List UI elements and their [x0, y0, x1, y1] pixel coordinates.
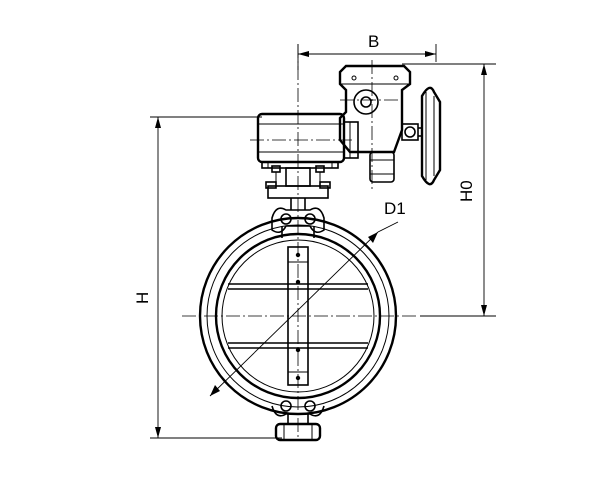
- top-neck: [265, 165, 331, 238]
- valve-disc: [228, 246, 368, 386]
- dimension-h: H: [133, 116, 282, 439]
- dimension-label-d1: D1: [384, 199, 406, 218]
- handwheel: [420, 86, 442, 186]
- dimension-h0: H0: [402, 63, 496, 317]
- dimension-b: B: [297, 32, 437, 70]
- gearbox: [256, 112, 359, 169]
- bottom-neck: [271, 400, 325, 442]
- dimension-label-b: B: [368, 32, 379, 51]
- dimension-label-h0: H0: [457, 180, 476, 202]
- dimension-d1: D1: [209, 199, 406, 397]
- center-lines: [182, 44, 418, 440]
- dimension-label-h: H: [133, 292, 152, 304]
- actuator-head: [338, 64, 422, 183]
